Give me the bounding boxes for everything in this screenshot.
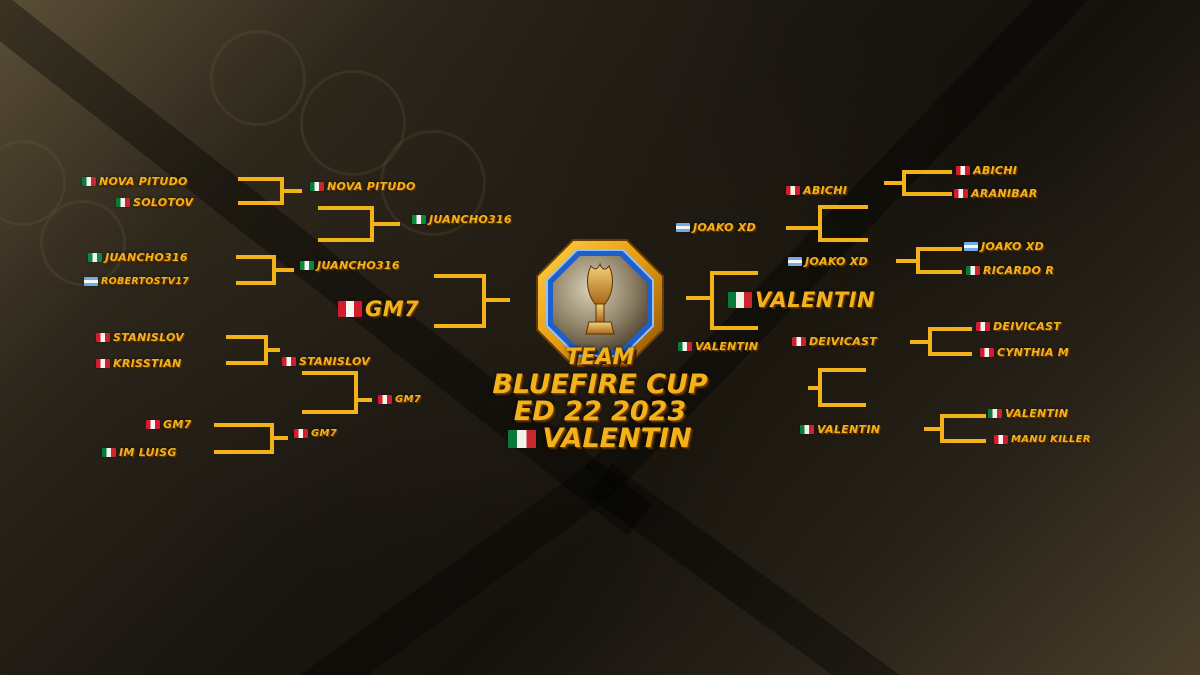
flag-icon [116,198,130,207]
flag-icon [508,429,537,448]
left-r1-player-2: SOLOTOV [116,196,193,209]
flag-icon [338,301,362,317]
left-r1-player-4: ROBERTOSTV17 [84,276,189,287]
flag-icon [964,242,978,251]
flag-icon [786,186,800,195]
flag-icon [792,337,806,346]
flag-icon [728,292,752,308]
flag-icon [96,359,110,368]
left-r1-player-1: NOVA PITUDO [82,175,188,188]
right-r2-player-1: ABICHI [786,184,847,197]
flag-icon [146,420,160,429]
right-r1-player-3: JOAKO XD [964,240,1044,253]
right-connector-r1-b [896,247,962,274]
right-r1-player-4: RICARDO R [966,264,1054,277]
flag-icon [102,448,116,457]
flag-icon [966,266,980,275]
left-r2-player-1: NOVA PITUDO [310,180,416,193]
left-r1-player-7: GM7 [146,418,192,431]
left-r2-player-4: GM7 [294,428,337,439]
right-r1-player-2: ARANIBAR [954,187,1038,200]
flag-icon [988,409,1002,418]
left-r1-player-3: JUANCHO316 [88,251,188,264]
left-connector-r1-a [238,177,302,205]
flag-icon [976,322,990,331]
left-r1-player-6: KRISSTIAN [96,357,182,370]
right-connector-r1-c [910,327,972,356]
right-r1-player-8: MANU KILLER [994,434,1091,445]
flag-icon [96,333,110,342]
flag-icon [678,342,692,351]
left-connector-r2-b [302,371,372,414]
right-connector-r2-a [786,205,868,242]
flag-icon [310,182,324,191]
left-connector-r2-a [318,206,400,242]
right-r2-player-4: VALENTIN [800,423,880,436]
flag-icon [994,435,1008,444]
title-champion: VALENTIN [450,423,750,454]
left-r2-player-3: STANISLOV [282,355,370,368]
left-sf-player-2: GM7 [378,394,421,405]
right-r2-player-3: DEIVICAST [792,335,877,348]
right-connector-r1-a [884,170,952,196]
right-r1-player-5: DEIVICAST [976,320,1061,333]
flag-icon [282,357,296,366]
flag-icon [294,429,308,438]
flag-icon [980,348,994,357]
left-connector-sf [434,274,510,328]
right-finalist: VALENTIN [728,288,875,312]
flag-icon [82,177,96,186]
flag-icon [676,223,690,232]
left-sf-player-1: JUANCHO316 [412,213,512,226]
left-connector-r1-b [236,255,294,285]
flag-icon [954,189,968,198]
flag-icon [412,215,426,224]
left-r1-player-5: STANISLOV [96,331,184,344]
left-finalist: GM7 [338,297,419,321]
right-sf-player-1: JOAKO XD [676,221,756,234]
title-cup-name: BLUEFIRE CUP [492,369,708,400]
flag-icon [88,253,102,262]
flag-icon [800,425,814,434]
trophy-icon [536,239,664,367]
left-r1-player-8: IM LUISG [102,446,177,459]
right-sf-player-2: VALENTIN [678,340,758,353]
right-r1-player-1: ABICHI [956,164,1017,177]
right-connector-r1-d [924,414,986,443]
right-connector-sf [686,271,758,330]
right-r1-player-7: VALENTIN [988,407,1068,420]
right-r1-player-6: CYNTHIA M [980,346,1069,359]
left-r2-player-2: JUANCHO316 [300,259,400,272]
title-edition: ED 22 2023 [513,396,687,427]
flag-icon [84,277,98,286]
flag-icon [378,395,392,404]
left-connector-r1-c [226,335,280,365]
right-r2-player-2: JOAKO XD [788,255,868,268]
flag-icon [300,261,314,270]
left-connector-r1-d [214,423,288,454]
flag-icon [788,257,802,266]
flag-icon [956,166,970,175]
title-team: TEAM [565,345,635,370]
right-connector-r2-b [808,368,866,407]
